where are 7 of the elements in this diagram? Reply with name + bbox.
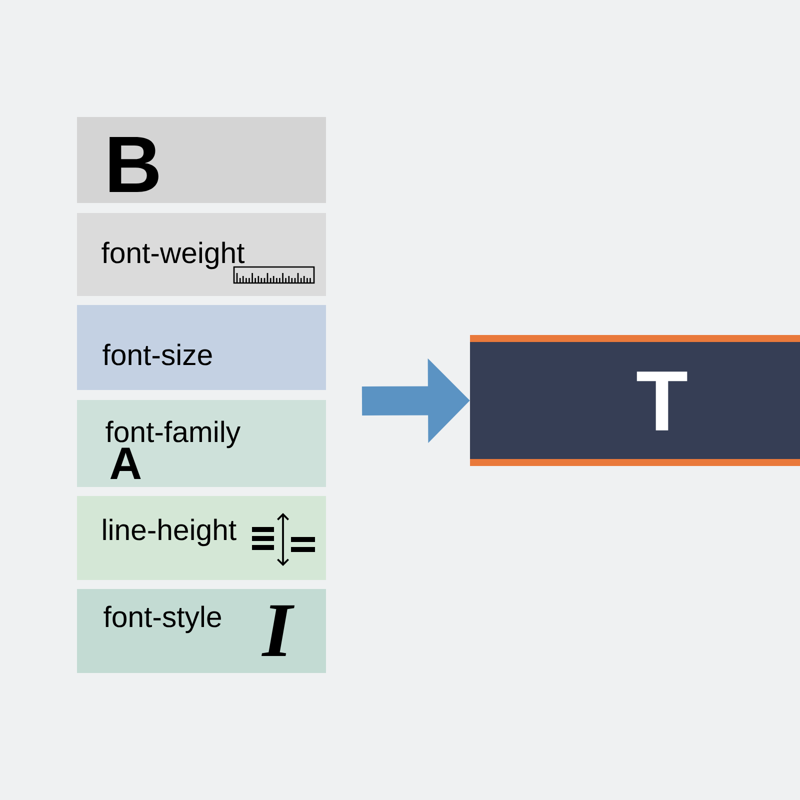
property-box: font-size — [77, 305, 326, 390]
property-box: font-weight — [77, 213, 326, 296]
letter-sample: I — [262, 605, 295, 656]
property-box: B — [77, 117, 326, 203]
text-box: T — [470, 335, 800, 466]
letter-sample: A — [110, 448, 141, 479]
property-box: line-height — [77, 496, 326, 580]
